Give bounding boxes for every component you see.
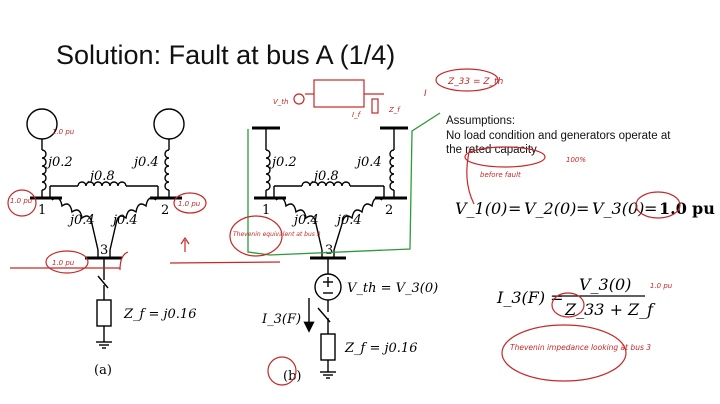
eq-unit: pu [692, 199, 715, 218]
assumptions-heading: Assumptions: [446, 115, 516, 127]
eq-sign-2: = [576, 199, 589, 218]
label-xgen-left-b: j0.2 [269, 155, 297, 170]
eq-v3: V_3(0) [592, 199, 644, 218]
coil-left-gen-b [265, 149, 271, 191]
label-zf-a: Z_f = j0.16 [123, 307, 196, 322]
label-x12-a: j0.8 [87, 169, 115, 184]
coil-right-gen-b [389, 149, 395, 191]
assumptions-text: Assumptions: No load condition and gener… [446, 114, 670, 158]
eq-denominator: Z_33 + Z_f [564, 300, 656, 319]
circuit-b [252, 126, 408, 379]
label-xgen-left-a: j0.2 [45, 155, 73, 170]
circuit-a [26, 108, 185, 349]
note-hundred-percent: 100% [566, 156, 586, 164]
fault-impedance-b [320, 333, 336, 361]
note-thevenin-equivalent: Thevenin equivalent at bus 3 [233, 231, 321, 238]
note-pu-2: 1.0 pu [10, 197, 33, 205]
note-small-zf: Z_f [388, 106, 401, 114]
bus-2-label-b: 2 [385, 203, 393, 218]
coil-2-3-b [333, 197, 383, 251]
assumptions-line-1: No load condition and generators operate… [446, 129, 671, 142]
caption-a: (a) [94, 363, 112, 378]
note-pu-3: 1.0 pu [178, 200, 201, 208]
note-z33: Z_33 = Z_th [447, 77, 504, 87]
handwritten-text: 1.0 pu 1.0 pu 1.0 pu 1.0 pu 1.0 pu Z_33 … [10, 77, 673, 352]
coil-right-gen-a [164, 149, 170, 191]
bus-3-label-a: 3 [100, 243, 108, 258]
coil-2-3-a [109, 197, 157, 251]
generator-right-a [153, 108, 185, 140]
note-pu-5: 1.0 pu [650, 282, 673, 290]
eq-sign-1: = [508, 199, 521, 218]
eq-v2: V_2(0) [524, 199, 576, 218]
label-xgen-right-b: j0.4 [354, 155, 382, 170]
note-small-i: I [424, 89, 427, 99]
eq-i3f: I_3(F) = [496, 288, 564, 307]
fault-impedance-a [96, 299, 112, 327]
bus-3-label-b: 3 [325, 243, 333, 258]
bus-1-label-a: 1 [38, 203, 46, 218]
fault-switch-a [97, 275, 109, 289]
eq-numerator: V_3(0) [579, 275, 631, 294]
coil-1-3-b [275, 197, 323, 251]
eq-v1: V_1(0) [455, 199, 507, 218]
label-x13-a: j0.4 [67, 213, 95, 228]
label-vth-b: V_th = V_3(0) [347, 281, 438, 296]
note-small-if: I_f [352, 111, 362, 119]
label-xgen-right-a: j0.4 [131, 155, 159, 170]
note-before-fault: before fault [480, 171, 521, 179]
slide-title: Solution: Fault at bus A (1/4) [56, 40, 396, 70]
coil-1-2-b [301, 181, 351, 187]
label-x23-a: j0.4 [110, 213, 138, 228]
circuit-a-labels: j0.2 j0.4 j0.8 j0.4 j0.4 1 2 3 Z_f = j0.… [38, 155, 196, 378]
label-zf-b: Z_f = j0.16 [344, 341, 417, 356]
coil-1-2-a [77, 181, 127, 187]
coil-1-3-a [51, 197, 99, 251]
note-thevenin-impedance: Thevenin impedance looking at bus 3 [510, 343, 651, 352]
thevenin-highlight-box [247, 112, 441, 256]
eq-sign-3: = [644, 199, 657, 218]
equations: V_1(0) = V_2(0) = V_3(0) = 1.0 pu I_3(F)… [455, 199, 715, 319]
label-x12-b: j0.8 [311, 169, 339, 184]
caption-b: (b) [283, 369, 301, 384]
note-pu-4: 1.0 pu [52, 259, 75, 267]
note-small-vth: V_th [273, 98, 288, 106]
handwritten-annotations [7, 68, 681, 386]
bus-1-label-b: 1 [262, 203, 270, 218]
label-x23-b: j0.4 [334, 213, 362, 228]
note-pu-1: 1.0 pu [52, 128, 75, 136]
label-x13-b: j0.4 [291, 213, 319, 228]
coil-left-gen-a [41, 149, 47, 191]
circuit-b-labels: j0.2 j0.4 j0.8 j0.4 j0.4 1 2 3 V_th = V_… [261, 155, 438, 384]
label-i3f-b: I_3(F) [261, 312, 301, 327]
bus-2-label-a: 2 [161, 203, 169, 218]
